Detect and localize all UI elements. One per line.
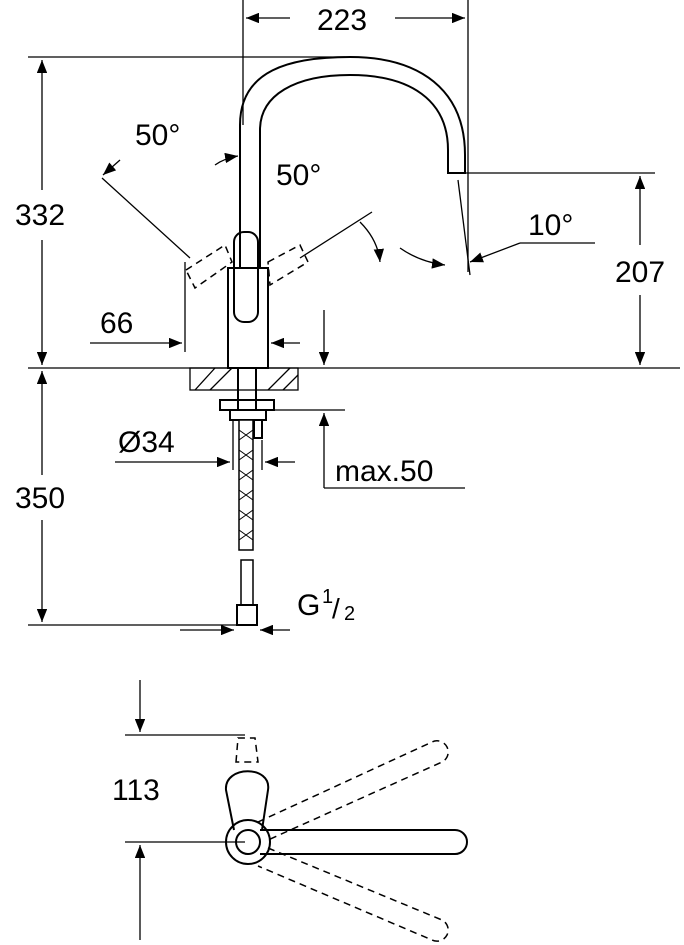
- label-223: 223: [317, 4, 367, 37]
- label-connection-denominator: 2: [344, 603, 355, 625]
- dimension-207: 207: [458, 172, 665, 365]
- label-max-50: max.50: [335, 455, 433, 488]
- dimension-350: 350: [15, 371, 245, 626]
- label-angle-spout: 10°: [528, 209, 573, 242]
- label-angle-right: 50°: [276, 159, 321, 192]
- label-angle-left: 50°: [135, 119, 180, 152]
- faucet-side-view: [101, 55, 595, 626]
- label-113: 113: [112, 774, 160, 807]
- label-connection: G: [297, 589, 320, 622]
- dimension-66: 66: [90, 262, 330, 365]
- dimension-connection: G 1 / 2: [180, 586, 355, 636]
- dimension-diameter-max: Ø34 max.50: [115, 409, 465, 489]
- dimension-332: 332: [15, 56, 345, 365]
- label-diameter: Ø34: [118, 426, 175, 459]
- label-connection-numerator: 1: [322, 586, 333, 608]
- dimension-223: 223: [242, 0, 469, 272]
- label-207: 207: [615, 256, 665, 289]
- faucet-top-view: 113: [112, 680, 468, 942]
- label-332: 332: [15, 199, 65, 232]
- label-350: 350: [15, 482, 65, 515]
- label-66: 66: [100, 307, 133, 340]
- label-connection-slash: /: [332, 593, 340, 624]
